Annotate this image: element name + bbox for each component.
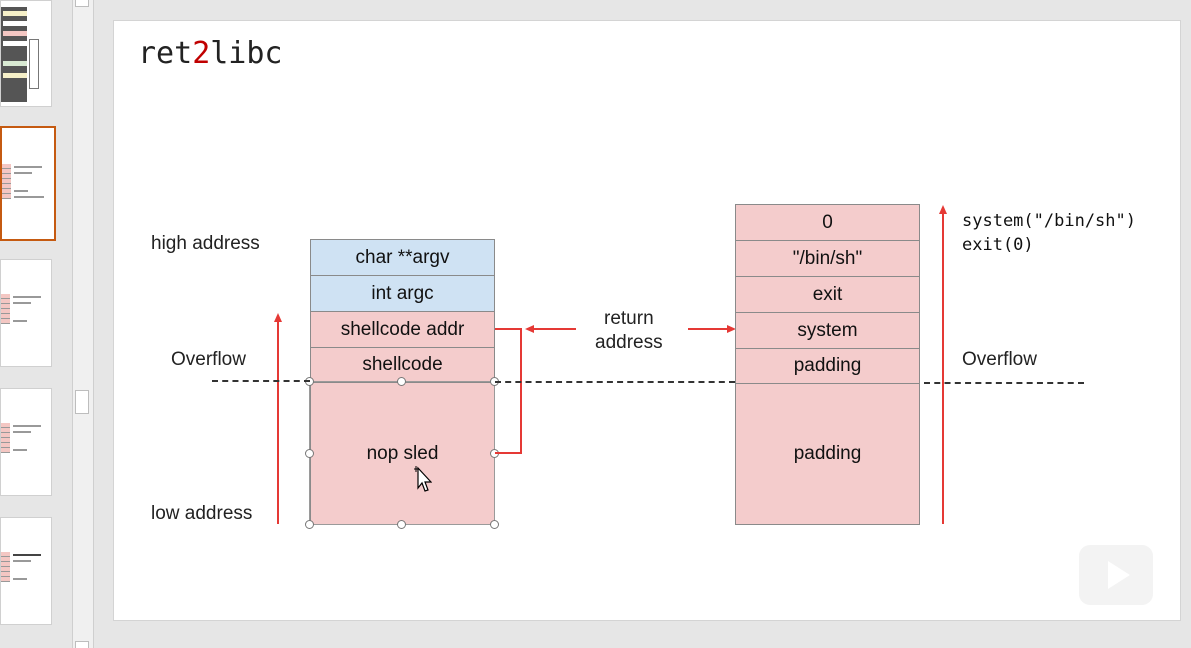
stack-cell-argv[interactable]: char **argv — [310, 239, 495, 276]
scroll-down-button[interactable] — [75, 641, 89, 648]
rstack-cell-0[interactable]: 0 — [735, 204, 920, 241]
high-address-label[interactable]: high address — [151, 233, 260, 254]
title-part-1: ret — [138, 36, 193, 71]
return-arrow-right-line[interactable] — [688, 328, 728, 330]
thumbnail-scrollbar[interactable] — [72, 0, 94, 648]
pointer-line-vertical — [520, 328, 522, 454]
move-cursor-icon — [414, 466, 432, 492]
slide-thumbnail-panel — [0, 0, 70, 648]
overflow-line-left[interactable] — [212, 380, 310, 382]
slide-thumbnail-2[interactable] — [0, 126, 56, 241]
code-line-exit[interactable]: exit(0) — [962, 235, 1034, 255]
return-arrow-left-line[interactable] — [533, 328, 576, 330]
low-address-label[interactable]: low address — [151, 503, 253, 524]
resize-handle-bottom-left[interactable] — [305, 520, 314, 529]
scroll-up-button[interactable] — [75, 0, 89, 7]
resize-handle-left[interactable] — [305, 449, 314, 458]
overflow-line-middle[interactable] — [495, 381, 735, 383]
rstack-cell-padding-2[interactable]: padding — [735, 383, 920, 525]
resize-handle-bottom-right[interactable] — [490, 520, 499, 529]
title-part-3: libc — [210, 36, 283, 71]
scrollbar-thumb[interactable] — [75, 390, 89, 414]
rstack-cell-binsh[interactable]: "/bin/sh" — [735, 240, 920, 277]
shape-selection-frame — [309, 381, 495, 525]
rstack-cell-system[interactable]: system — [735, 312, 920, 349]
stack-cell-argc[interactable]: int argc — [310, 275, 495, 312]
pointer-line-bottom — [495, 452, 522, 454]
rstack-cell-exit[interactable]: exit — [735, 276, 920, 313]
return-label-line2[interactable]: address — [595, 332, 663, 353]
title-part-2: 2 — [192, 36, 211, 71]
resize-handle-top[interactable] — [397, 377, 406, 386]
resize-handle-bottom[interactable] — [397, 520, 406, 529]
code-line-system[interactable]: system("/bin/sh") — [962, 211, 1136, 231]
left-overflow-arrow[interactable] — [277, 322, 279, 524]
return-arrow-right-head — [727, 325, 736, 333]
rstack-cell-padding-1[interactable]: padding — [735, 348, 920, 384]
overflow-line-right[interactable] — [924, 382, 1084, 384]
right-overflow-arrow[interactable] — [942, 214, 944, 524]
slide-thumbnail-4[interactable] — [0, 388, 52, 496]
slide-canvas[interactable] — [113, 20, 1181, 621]
pointer-line-top — [495, 328, 522, 330]
return-label-line1[interactable]: return — [604, 308, 654, 329]
left-arrow-head — [274, 313, 282, 322]
left-overflow-label[interactable]: Overflow — [171, 349, 246, 370]
slide-thumbnail-3[interactable] — [0, 259, 52, 367]
slide-thumbnail-5[interactable] — [0, 517, 52, 625]
slide-thumbnail-1[interactable] — [0, 0, 52, 107]
play-button[interactable] — [1076, 533, 1156, 608]
stack-cell-shellcode-addr[interactable]: shellcode addr — [310, 311, 495, 348]
play-icon — [1108, 561, 1130, 589]
return-arrow-left-head — [525, 325, 534, 333]
slide-title[interactable]: ret2libc — [138, 36, 283, 71]
right-arrow-head — [939, 205, 947, 214]
right-overflow-label[interactable]: Overflow — [962, 349, 1037, 370]
